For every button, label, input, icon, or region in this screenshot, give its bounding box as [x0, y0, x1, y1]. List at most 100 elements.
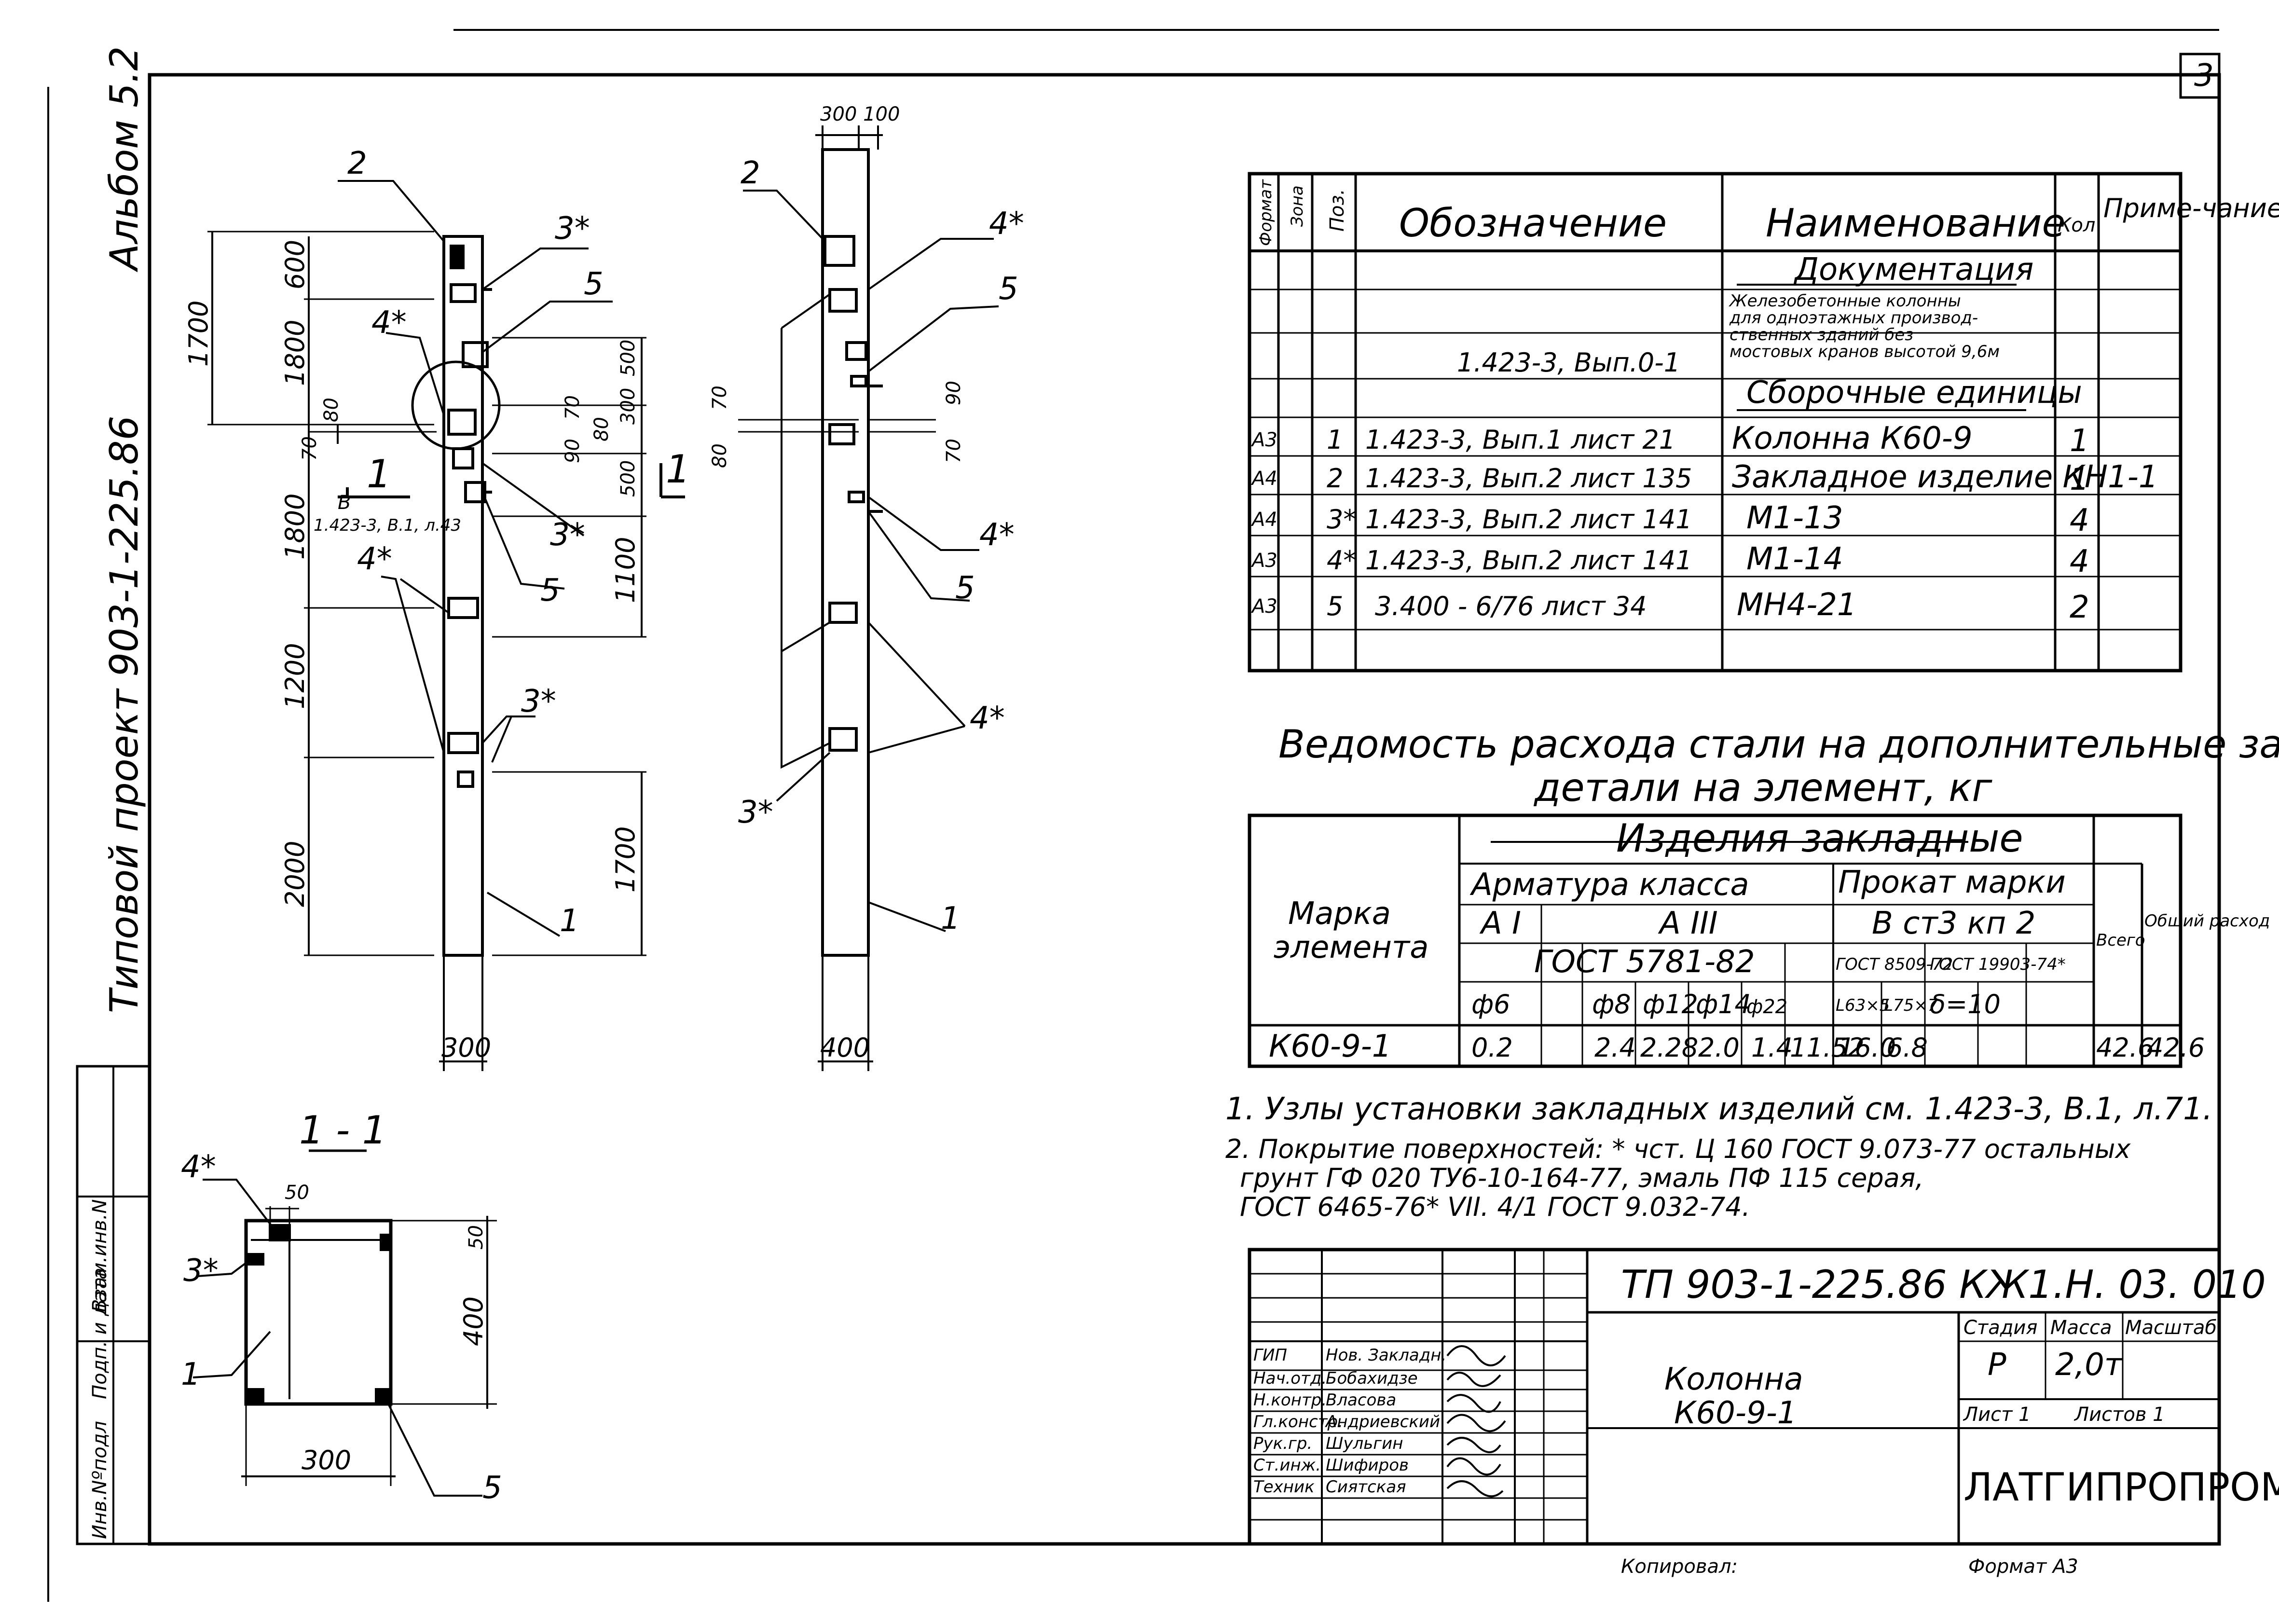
steel-sub-rebar: Арматура класса: [1469, 867, 1749, 903]
spec-section-doc: Документация: [1793, 252, 2033, 288]
steel-d-8: ф8: [1592, 989, 1631, 1019]
spec-h-zone: Зона: [1288, 185, 1307, 227]
spec-r5-format: А3: [1250, 595, 1277, 618]
section-1-1: [192, 1149, 497, 1497]
steel-row-element: К60-9-1: [1269, 1029, 1392, 1064]
spec-r3-name: М1-13: [1746, 500, 1843, 536]
spec-r2-designation: 1.423-3, Вып.2 лист 135: [1365, 463, 1692, 494]
role-5: Ст.инж.: [1253, 1456, 1321, 1475]
title-sheets: Листов 1: [2073, 1404, 2165, 1426]
sec-dim-400: 400: [458, 1296, 489, 1346]
steel-gost-r1: ГОСТ 8509-72: [1836, 955, 1953, 974]
dim-70: 70: [299, 436, 321, 461]
section-title: 1 - 1: [299, 1108, 387, 1153]
steel-col-element-2: элемента: [1274, 930, 1428, 965]
spec-r3-designation: 1.423-3, Вып.2 лист 141: [1365, 504, 1692, 535]
spec-section-asm: Сборочные единицы: [1746, 375, 2082, 411]
callout-4-c2: 4*: [989, 206, 1024, 242]
role-1: Нач.отд.: [1253, 1369, 1327, 1388]
steel-d-6: ф6: [1471, 989, 1510, 1019]
spec-r1-format: А3: [1250, 429, 1277, 451]
spec-r4-format: А3: [1250, 550, 1277, 572]
callout-4b: 4*: [357, 541, 392, 577]
title-sheet: Лист 1: [1963, 1404, 2031, 1426]
copied-label: Копировал:: [1621, 1555, 1738, 1578]
steel-v-5: 1.4: [1751, 1032, 1793, 1063]
callout-5b-c2: 5: [955, 570, 975, 606]
title-block: [1248, 1248, 2221, 1546]
width-300: 300: [441, 1032, 491, 1063]
spec-h-designation: Обозначение: [1399, 201, 1667, 246]
dim-1800a: 1800: [280, 320, 310, 386]
title-org: ЛАТГИПРОПРОМ: [1963, 1465, 2279, 1510]
section-1-1-labels: 1 - 1 4* 3* 1 5 50 50 400 300: [181, 1108, 502, 1506]
spec-r3-qty: 4: [2070, 503, 2089, 538]
note-4: ГОСТ 6465-76* VII. 4/1 ГОСТ 9.032-74.: [1240, 1192, 1750, 1222]
dim-80-c2: 80: [709, 443, 731, 468]
steel-v-8: 6.8: [1886, 1032, 1928, 1063]
spec-table-text: Формат Зона Поз. Обозначение Наименовани…: [1250, 179, 2279, 625]
title-name-2: К60-9-1: [1674, 1395, 1797, 1431]
callout-3: 3*: [555, 211, 590, 247]
sec-callout-1: 1: [181, 1357, 201, 1392]
note-2: 2. Покрытие поверхностей: * чст. Ц 160 Г…: [1225, 1134, 2131, 1164]
steel-class-a3: А III: [1658, 906, 1718, 941]
callout-1-c2: 1: [941, 901, 961, 936]
steel-d-14: ф14: [1696, 989, 1751, 1019]
title-stage: Р: [1988, 1347, 2006, 1383]
title-stage-label: Стадия: [1963, 1317, 2037, 1339]
steel-group: Изделия закладные: [1616, 816, 2023, 861]
callout-4: 4*: [371, 305, 407, 341]
role-5-name: Шифиров: [1326, 1456, 1409, 1475]
spec-r5-name: МН4-21: [1737, 587, 1857, 623]
spec-r2-name: Закладное изделие КН1-1: [1732, 459, 2158, 495]
sec-callout-5: 5: [482, 1470, 502, 1506]
width-400: 400: [820, 1032, 870, 1063]
spec-r3-format: А4: [1250, 509, 1277, 531]
spec-r2-format: А4: [1250, 468, 1277, 490]
spec-r2-pos: 2: [1327, 463, 1343, 494]
steel-col-total: Всего: [2096, 931, 2145, 950]
spec-doc-name-3: ственных зданий без: [1730, 325, 1913, 344]
spec-r4-designation: 1.423-3, Вып.2 лист 141: [1365, 545, 1692, 576]
steel-title-2: детали на элемент, кг: [1533, 765, 1992, 810]
role-4: Рук.гр.: [1253, 1434, 1312, 1453]
spec-h-format: Формат: [1256, 179, 1276, 246]
stamp-replace: Взам.инв.N: [89, 1199, 111, 1312]
spec-r5-designation: 3.400 - 6/76 лист 34: [1375, 591, 1647, 621]
stamp-inv: Инв.Nºподл: [89, 1421, 111, 1539]
dim-r-1700: 1700: [610, 826, 641, 893]
spec-r2-qty: 1: [2070, 462, 2089, 497]
title-block-text: ТП 903-1-225.86 КЖ1.Н. 03. 010 Колонна К…: [1253, 1262, 2279, 1510]
spec-h-pos: Поз.: [1326, 189, 1348, 232]
role-3: Гл.констр.: [1253, 1412, 1343, 1431]
spec-h-name: Наименование: [1766, 201, 2066, 246]
callout-4b-c2: 4*: [979, 517, 1015, 553]
spec-r4-qty: 4: [2070, 544, 2089, 579]
dim-r-500: 500: [617, 340, 639, 376]
steel-v-3: 2.28: [1640, 1032, 1698, 1063]
steel-table: [1248, 813, 2183, 1068]
note-1: 1. Узлы установки закладных изделий см. …: [1225, 1091, 2212, 1127]
album-label: Альбом 5.2: [102, 46, 147, 273]
dim-80: 80: [320, 398, 343, 422]
steel-gost-r2: ГОСТ 19903-74*: [1930, 955, 2066, 974]
steel-gost-rebar: ГОСТ 5781-82: [1534, 944, 1755, 980]
callout-5: 5: [584, 266, 604, 302]
signatures: [1446, 1345, 1506, 1498]
column-2-labels: 300 100 2 4* 5 4* 5 4* 3* 1 70 80 90 70 …: [709, 103, 1024, 1063]
callout-3-c2: 3*: [738, 795, 773, 830]
sec-dim-300: 300: [302, 1445, 351, 1475]
steel-d-12: ф12: [1643, 989, 1698, 1019]
stamp-sign: Подп. и дата: [89, 1268, 111, 1399]
sec-callout-4: 4*: [181, 1149, 216, 1185]
dim-r-500b: 500: [617, 460, 639, 497]
role-4-name: Шульгин: [1326, 1434, 1403, 1453]
node-label: В: [338, 492, 351, 514]
spec-r5-pos: 5: [1327, 591, 1343, 621]
role-6-name: Сиятская: [1326, 1477, 1406, 1497]
callout-3b: 3*: [550, 517, 585, 553]
column-drawing-1: [207, 180, 685, 1071]
steel-title-1: Ведомость расхода стали на дополнительны…: [1278, 722, 2279, 767]
node-ref: 1.423-3, В.1, л.43: [314, 516, 461, 535]
